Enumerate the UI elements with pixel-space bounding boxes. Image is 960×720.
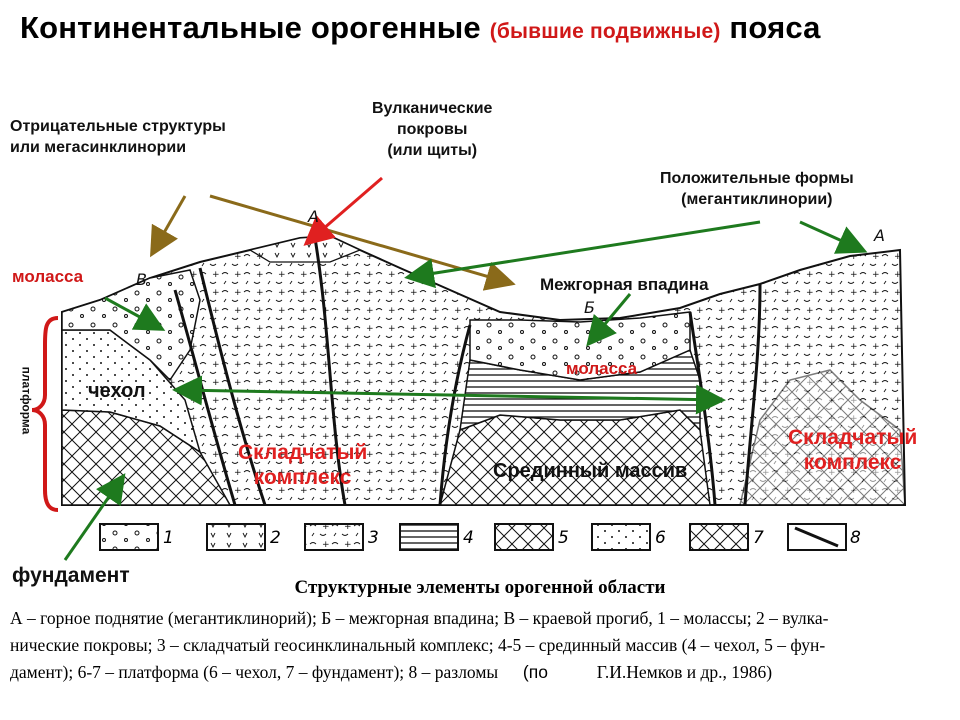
legend-num-6: 6 [655, 528, 666, 548]
brown-arrow-1 [150, 195, 187, 258]
platform-brace [31, 316, 59, 512]
legend-fault-line [794, 526, 839, 548]
legend-box-6 [591, 523, 651, 551]
label-positive: Положительные формы (мегантиклинории) [660, 170, 854, 208]
caption-line-1: А – горное поднятие (мегантиклинорий); Б… [10, 608, 829, 628]
label-folded-right: Складчатый комплекс [788, 426, 918, 474]
legend-box-1 [99, 523, 159, 551]
legend-box-3 [304, 523, 364, 551]
green-arrow-1 [404, 220, 761, 289]
label-negative: Отрицательные структуры или мегасинклино… [10, 118, 226, 156]
arrows [63, 176, 868, 561]
legend-box-2 [206, 523, 266, 551]
letter-a-right: А [874, 226, 885, 245]
letter-a-left: А [308, 207, 319, 226]
legend-box-5 [494, 523, 554, 551]
legend-num-1: 1 [163, 528, 174, 548]
letter-b: Б [584, 298, 595, 317]
legend-num-4: 4 [463, 528, 474, 548]
legend [99, 523, 847, 551]
label-molassa-center: моласса [566, 359, 638, 378]
caption-line-3b: (по [522, 662, 548, 682]
legend-num-2: 2 [270, 528, 281, 548]
legend-box-4 [399, 523, 459, 551]
caption-body: А – горное поднятие (мегантиклинорий); Б… [10, 605, 950, 686]
label-intermontane: Межгорная впадина [540, 275, 709, 294]
green-arrow-molassa [104, 296, 166, 331]
label-foundation: фундамент [12, 564, 130, 587]
red-arrow [303, 176, 383, 246]
title-end: пояса [729, 10, 821, 45]
legend-num-5: 5 [558, 528, 569, 548]
caption-line-3: дамент); 6-7 – платформа (6 – чехол, 7 –… [10, 659, 950, 686]
caption-line-3a: дамент); 6-7 – платформа (6 – чехол, 7 –… [10, 662, 499, 682]
legend-box-7 [689, 523, 749, 551]
title-main: Континентальные орогенные [20, 10, 481, 45]
green-arrow-cover [172, 375, 726, 415]
title-paren: (бывшие подвижные) [489, 20, 721, 43]
label-folded-left: Складчатый комплекс [238, 441, 368, 489]
legend-num-3: 3 [368, 528, 379, 548]
green-arrow-intermontane [586, 293, 632, 347]
legend-num-7: 7 [753, 528, 764, 548]
green-arrow-2 [799, 220, 868, 254]
letter-v: В [136, 270, 147, 289]
page-title: Континентальные орогенные (бывшие подвиж… [20, 10, 821, 46]
legend-num-8: 8 [850, 528, 861, 548]
caption-title: Структурные элементы орогенной области [294, 577, 666, 598]
caption-line-3d: и др., 1986) [686, 662, 773, 682]
label-molassa-left: моласса [12, 267, 84, 286]
label-platform: платформа [19, 366, 34, 435]
caption-line-2: нические покровы; 3 – складчатый геосинк… [10, 635, 826, 655]
green-arrow-foundation [63, 473, 126, 561]
caption-line-3c: Г.И.Немков [596, 662, 683, 682]
label-cover: чехол [88, 380, 146, 402]
label-volcanic: Вулканические покровы (или щиты) [372, 100, 493, 159]
label-median-massif: Срединный массив [493, 460, 688, 482]
